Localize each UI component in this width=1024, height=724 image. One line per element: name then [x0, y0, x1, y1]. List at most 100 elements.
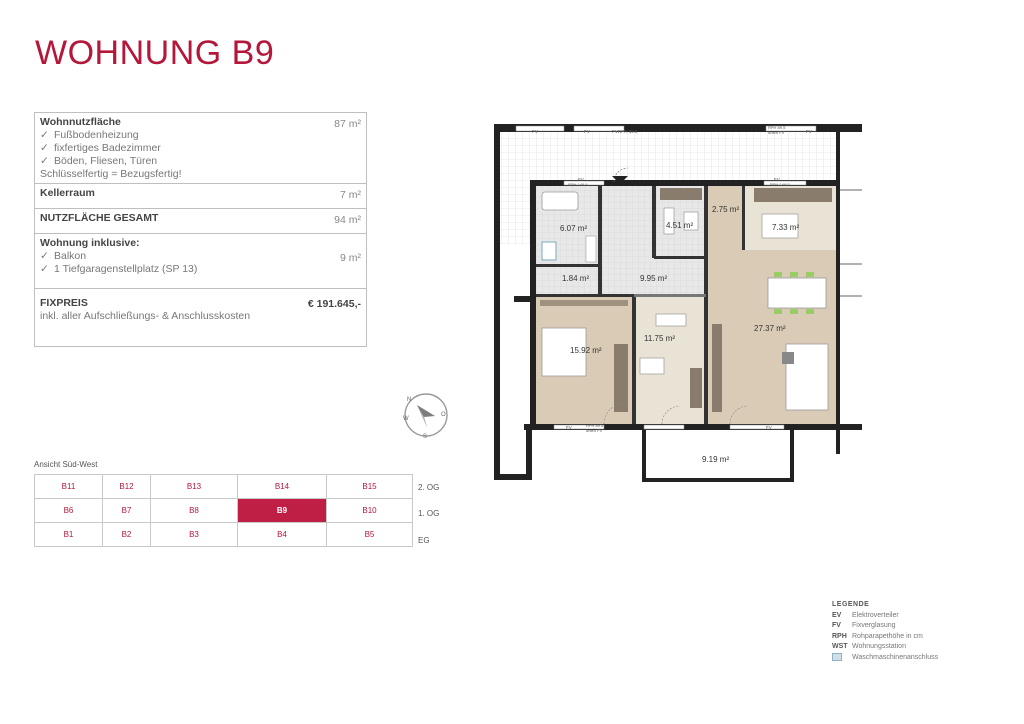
floor-row-2og: B11 B12 B13 B14 B15 — [34, 474, 413, 499]
unit-cell[interactable]: B13 — [150, 474, 238, 499]
rph-label: RPH 89.5 — [586, 423, 604, 428]
check-icon: ✓ — [40, 142, 49, 154]
unit-cell[interactable]: B10 — [326, 498, 413, 523]
floor-label: 2. OG — [418, 483, 440, 492]
inclusive-label: Wohnung inklusive: — [40, 237, 140, 249]
rph-label: RPH 89.5 — [618, 129, 638, 134]
dining-table — [767, 277, 827, 309]
svg-text:W: W — [403, 416, 409, 422]
bed — [541, 327, 587, 377]
price-value: € 191.645,- — [307, 298, 361, 310]
window-label: FV — [578, 177, 584, 182]
bathtub — [541, 191, 579, 211]
cellar-section: Kellerraum 7 m² — [35, 184, 366, 209]
floor-row-eg: B1 B2 B3 B4 B5 — [34, 522, 413, 547]
check-icon: ✓ — [40, 263, 49, 275]
page-title: WOHNUNG B9 — [35, 34, 275, 72]
floor-row-1og: B6 B7 B8 B9 B10 — [34, 498, 413, 523]
check-icon: ✓ — [40, 155, 49, 167]
svg-text:S: S — [423, 434, 427, 440]
washing-machine-icon — [832, 652, 842, 661]
price-label: FIXPREIS — [40, 297, 88, 309]
check-icon: ✓ — [40, 129, 49, 141]
room-area-label: 9.19 m² — [702, 455, 729, 464]
living-area-label: Wohnnutzfläche — [40, 116, 121, 128]
rph-label: RPH 89.5 — [768, 125, 786, 130]
unit-cell[interactable]: B12 — [102, 474, 151, 499]
room-flur — [600, 258, 706, 296]
window-label: FV — [566, 425, 572, 430]
window-label: FV — [584, 129, 590, 134]
feature-item: ✓Böden, Fliesen, Türen — [40, 155, 158, 167]
wall — [494, 124, 862, 132]
rph-label: RPH 149.5 — [568, 182, 588, 187]
room-area-label: 11.75 m² — [644, 334, 675, 343]
unit-cell[interactable]: B15 — [326, 474, 413, 499]
unit-cell[interactable]: B2 — [102, 522, 151, 547]
feature-item: ✓Fußbodenheizung — [40, 129, 139, 141]
svg-text:O: O — [441, 412, 446, 418]
room-area-label: 6.07 m² — [560, 224, 587, 233]
elevation-label: Ansicht Süd-West — [34, 460, 98, 469]
turnkey-note: Schlüsselfertig = Bezugsfertig! — [40, 168, 182, 180]
total-area-section: NUTZFLÄCHE GESAMT 94 m² — [35, 209, 366, 234]
unit-cell[interactable]: B4 — [237, 522, 327, 547]
living-area-value: 87 m² — [334, 118, 361, 130]
compass-icon: N W O S — [403, 393, 448, 440]
apartment-info-table: Wohnnutzfläche 87 m² ✓Fußbodenheizung ✓f… — [34, 112, 367, 347]
price-note: inkl. aller Aufschließungs- & Anschlussk… — [40, 310, 251, 322]
unit-cell[interactable]: B6 — [34, 498, 103, 523]
floor-label: EG — [418, 536, 430, 545]
inclusive-item: ✓1 Tiefgaragenstellplatz (SP 13) — [40, 263, 198, 275]
room-area-label: 15.92 m² — [570, 346, 602, 355]
room-area-label: 27.37 m² — [754, 324, 786, 333]
rph-label: unten FV — [586, 428, 603, 433]
unit-cell[interactable]: B5 — [326, 522, 413, 547]
window-label: FV — [774, 177, 780, 182]
floor-label: 1. OG — [418, 509, 440, 518]
window-label: FV — [806, 129, 812, 134]
terrace-area — [498, 182, 532, 244]
legend-item: Waschmaschinenanschluss — [832, 652, 938, 664]
balcony-area-value: 9 m² — [340, 252, 361, 264]
room-area-label: 7.33 m² — [772, 223, 799, 232]
feature-item: ✓fixfertiges Badezimmer — [40, 142, 161, 154]
unit-cell[interactable]: B8 — [150, 498, 238, 523]
room-wc — [536, 266, 600, 296]
cellar-label: Kellerraum — [40, 187, 95, 199]
unit-cell[interactable]: B7 — [102, 498, 151, 523]
unit-cell[interactable]: B14 — [237, 474, 327, 499]
unit-cell[interactable]: B1 — [34, 522, 103, 547]
svg-text:N: N — [407, 397, 411, 403]
unit-cell-selected[interactable]: B9 — [237, 498, 327, 523]
total-area-value: 94 m² — [334, 214, 361, 226]
check-icon: ✓ — [40, 250, 49, 262]
total-area-label: NUTZFLÄCHE GESAMT — [40, 212, 159, 224]
room-speis — [708, 186, 744, 250]
entrance-arrow-icon — [612, 176, 628, 184]
window-label: FV — [766, 425, 772, 430]
room-area-label: 1.84 m² — [562, 274, 589, 283]
rph-label: unten FV — [768, 130, 785, 135]
rph-label: RPH 149.5 — [770, 182, 790, 187]
legend-title: LEGENDE — [832, 601, 870, 608]
room-area-label: 9.95 m² — [640, 274, 667, 283]
unit-cell[interactable]: B3 — [150, 522, 238, 547]
elevation-grid: B11 B12 B13 B14 B15 B6 B7 B8 B9 B10 B1 B… — [34, 474, 413, 547]
inclusive-item: ✓Balkon — [40, 250, 87, 262]
window-label: FV — [532, 129, 538, 134]
floor-plan: 6.07 m² 4.51 m² 2.75 m² 7.33 m² 1.84 m² … — [494, 124, 862, 484]
living-area-section: Wohnnutzfläche 87 m² ✓Fußbodenheizung ✓f… — [35, 113, 366, 184]
price-section: FIXPREIS € 191.645,- inkl. aller Aufschl… — [35, 289, 366, 346]
window-label: FV — [612, 129, 618, 134]
wall — [494, 124, 500, 244]
terrace-area — [498, 132, 838, 182]
room-area-label: 4.51 m² — [666, 221, 693, 230]
unit-cell[interactable]: B11 — [34, 474, 103, 499]
cellar-value: 7 m² — [340, 189, 361, 201]
